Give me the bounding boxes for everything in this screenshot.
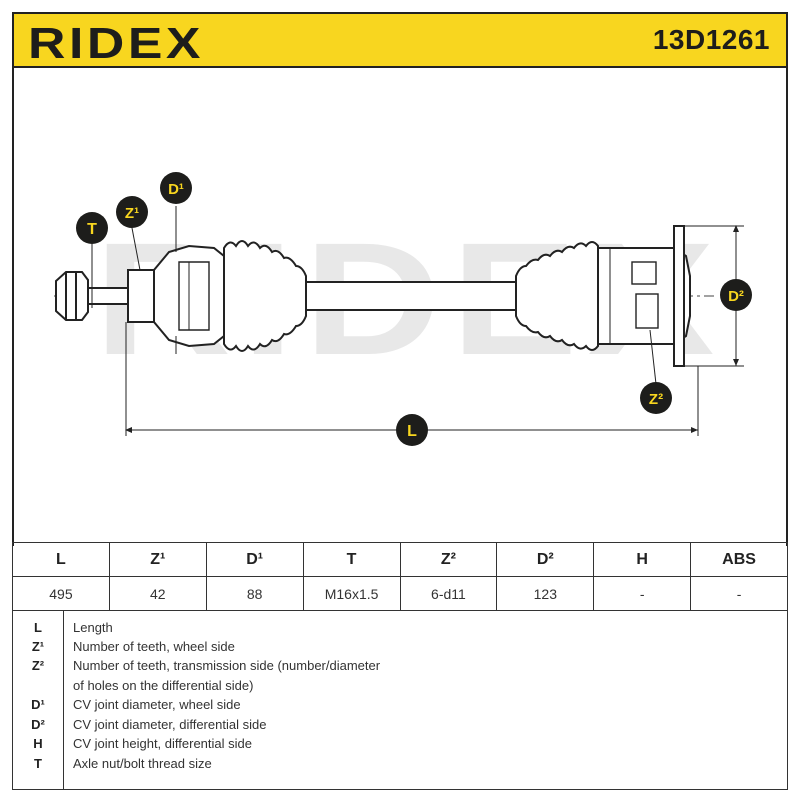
legend-item: L Length bbox=[13, 620, 789, 639]
spec-value-cell: 6-d11 bbox=[399, 576, 498, 611]
legend-text: CV joint diameter, wheel side bbox=[73, 697, 241, 712]
wheel-side-cv-joint bbox=[153, 244, 225, 348]
wheel-side-stub bbox=[55, 269, 155, 323]
wheel-side-boot bbox=[223, 240, 307, 352]
callout-d2: D² bbox=[720, 279, 752, 311]
spec-value-cell: 495 bbox=[12, 576, 110, 611]
legend-item: H CV joint height, differential side bbox=[13, 736, 789, 755]
main-shaft bbox=[305, 281, 517, 311]
legend-item: D¹ CV joint diameter, wheel side bbox=[13, 697, 789, 716]
legend-key: D¹ bbox=[31, 697, 45, 712]
legend-text: Length bbox=[73, 620, 113, 635]
legend-divider bbox=[63, 610, 64, 789]
differential-side-boot bbox=[515, 241, 599, 351]
legend-item: D² CV joint diameter, differential side bbox=[13, 717, 789, 736]
spec-header-row: L Z¹ D¹ T Z² D² H ABS bbox=[12, 542, 788, 577]
spec-value-cell: 88 bbox=[205, 576, 304, 611]
callout-z2: Z² bbox=[640, 382, 672, 414]
spec-header-cell: D¹ bbox=[205, 542, 304, 577]
callout-z1-label: Z¹ bbox=[125, 205, 139, 222]
legend-key: L bbox=[34, 620, 42, 635]
legend-text: CV joint diameter, differential side bbox=[73, 717, 267, 732]
callout-l-label: L bbox=[407, 423, 417, 440]
spec-header-cell: ABS bbox=[690, 542, 788, 577]
legend-item: Z² Number of teeth, transmission side (n… bbox=[13, 658, 789, 677]
callout-d2-label: D² bbox=[728, 288, 744, 305]
spec-header-cell: D² bbox=[496, 542, 595, 577]
spec-header-cell: Z¹ bbox=[108, 542, 207, 577]
differential-side-cv-joint bbox=[597, 225, 691, 367]
callout-t: T bbox=[76, 212, 108, 244]
leader-lines bbox=[91, 206, 657, 385]
drive-shaft-drawing: RIDEX bbox=[54, 172, 752, 446]
spec-header-cell: H bbox=[593, 542, 692, 577]
callout-l: L bbox=[396, 414, 428, 446]
legend-text: Axle nut/bolt thread size bbox=[73, 756, 212, 771]
legend-item: of holes on the differential side) bbox=[13, 678, 789, 697]
legend-text: Number of teeth, wheel side bbox=[73, 639, 235, 654]
spec-value-cell: M16x1.5 bbox=[302, 576, 401, 611]
legend-key: T bbox=[34, 756, 42, 771]
callout-z2-label: Z² bbox=[649, 391, 663, 408]
callout-d1: D¹ bbox=[160, 172, 192, 204]
legend-text: Number of teeth, transmission side (numb… bbox=[73, 658, 381, 673]
legend-key: Z¹ bbox=[31, 639, 45, 654]
legend-item: Z¹ Number of teeth, wheel side bbox=[13, 639, 789, 658]
spec-table: L Z¹ D¹ T Z² D² H ABS 495 42 88 M16x1.5 … bbox=[12, 542, 788, 611]
spec-value-cell: 123 bbox=[496, 576, 595, 611]
part-number: 13D1261 bbox=[652, 24, 770, 55]
callout-z1: Z¹ bbox=[116, 196, 148, 228]
spec-value-cell: 42 bbox=[108, 576, 207, 611]
spec-value-cell: - bbox=[593, 576, 692, 611]
drawing-frame: RIDEX bbox=[12, 66, 788, 546]
ridex-logo: RIDEX bbox=[28, 20, 204, 64]
header-band: RIDEX 13D1261 bbox=[12, 12, 788, 68]
spec-header-cell: L bbox=[12, 542, 110, 577]
spec-value-row: 495 42 88 M16x1.5 6-d11 123 - - bbox=[12, 576, 788, 611]
spec-value-cell: - bbox=[690, 576, 788, 611]
logo-text: RIDEX bbox=[28, 20, 204, 64]
legend-text: of holes on the differential side) bbox=[73, 678, 254, 693]
legend-key: Z² bbox=[31, 658, 45, 673]
callout-d1-label: D¹ bbox=[168, 181, 184, 198]
legend: L Length Z¹ Number of teeth, wheel side … bbox=[12, 610, 788, 790]
legend-key: D² bbox=[31, 717, 45, 732]
callout-t-label: T bbox=[87, 221, 97, 238]
legend-key: H bbox=[33, 736, 43, 751]
legend-text: CV joint height, differential side bbox=[73, 736, 252, 751]
legend-item: T Axle nut/bolt thread size bbox=[13, 756, 789, 775]
spec-header-cell: Z² bbox=[399, 542, 498, 577]
spec-header-cell: T bbox=[302, 542, 401, 577]
